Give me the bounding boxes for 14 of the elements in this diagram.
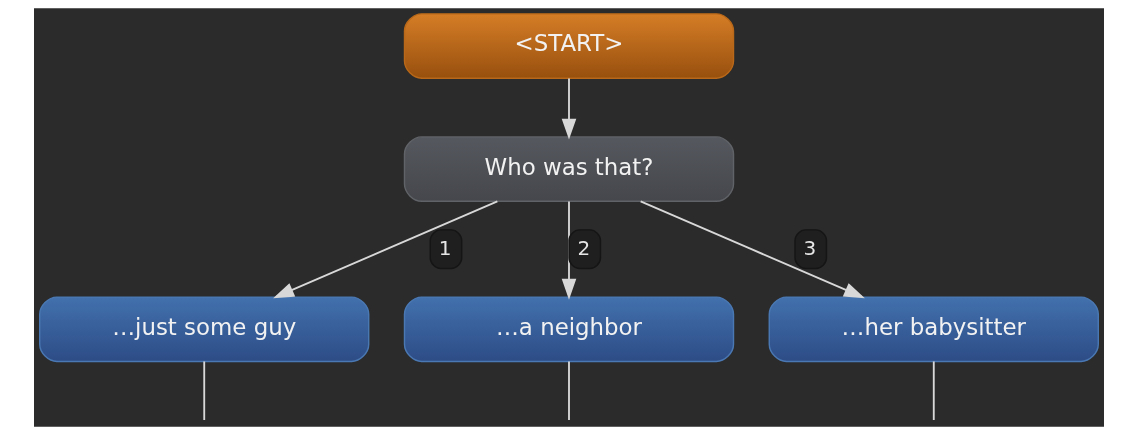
edge-label: 3	[803, 236, 817, 261]
arrow	[561, 77, 577, 140]
node-box: <START>	[403, 13, 735, 79]
edge-label: 1	[438, 236, 452, 261]
edge-label: 2	[577, 236, 591, 261]
arrow	[639, 200, 865, 299]
node-box: …a neighbor	[403, 296, 735, 363]
node-box: …her babysitter	[768, 296, 1099, 363]
connector	[568, 360, 570, 421]
connector	[932, 360, 935, 421]
connector	[203, 360, 206, 421]
node-box: …just some guy	[39, 296, 370, 363]
node-box: Who was that?	[403, 136, 735, 202]
arrow	[273, 200, 499, 299]
